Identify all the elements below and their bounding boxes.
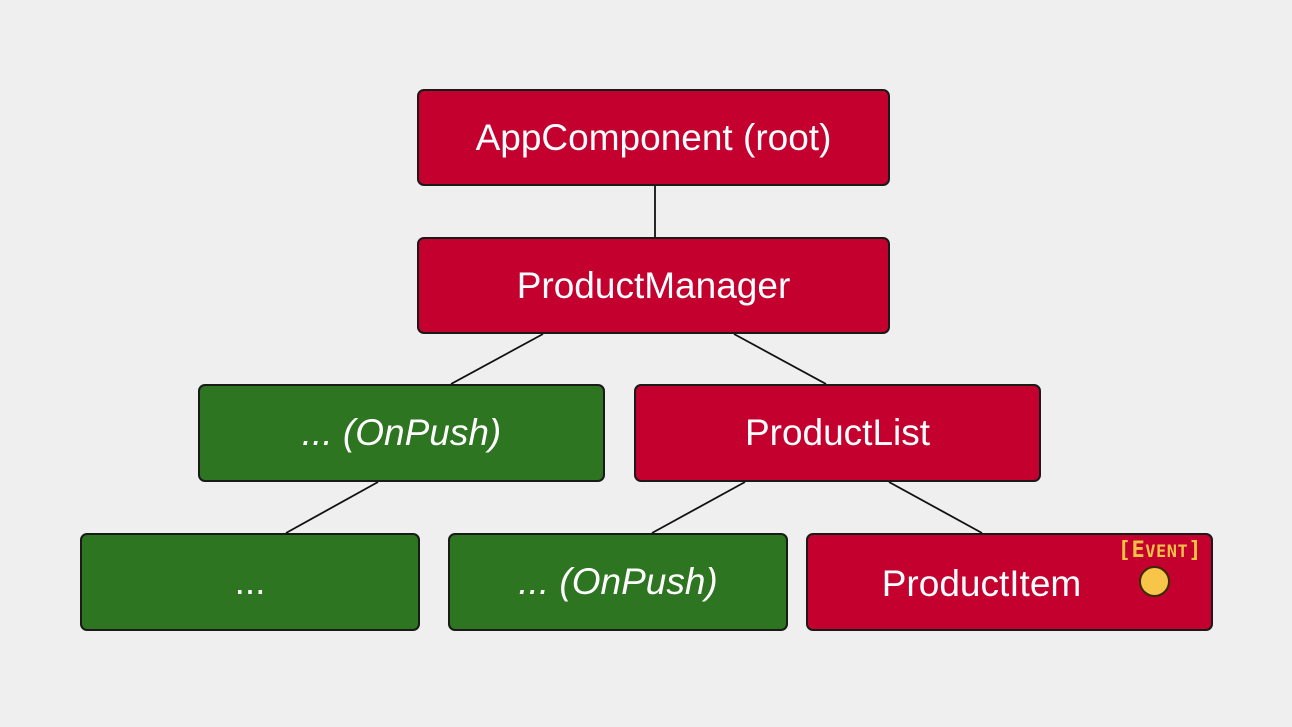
node-leaf-left: ... <box>80 533 420 631</box>
node-label: AppComponent (root) <box>475 116 832 158</box>
node-label: ... (OnPush) <box>301 412 502 453</box>
node-label: ... <box>234 561 266 602</box>
node-label: ProductItem <box>881 563 1082 604</box>
node-label: ... (OnPush) <box>518 561 718 602</box>
edge-productlist-productitem <box>888 481 983 534</box>
node-product-list: ProductList <box>634 384 1041 482</box>
node-label: ProductList <box>744 412 931 453</box>
edge-productlist-onpush-mid <box>651 481 746 534</box>
edge-manager-onpush-left <box>450 333 544 385</box>
edge-manager-productlist <box>733 333 827 385</box>
event-dot-icon <box>1139 566 1170 597</box>
node-app-component: AppComponent (root) <box>417 89 890 186</box>
event-tag: [EVENT] <box>1117 538 1202 563</box>
node-product-manager: ProductManager <box>417 237 890 334</box>
node-onpush-mid: ... (OnPush) <box>448 533 788 631</box>
edge-onpush-left-leaf <box>285 481 379 534</box>
node-label: ProductManager <box>516 264 791 306</box>
node-onpush-left: ... (OnPush) <box>198 384 605 482</box>
node-product-item: ProductItem [EVENT] <box>806 533 1213 631</box>
